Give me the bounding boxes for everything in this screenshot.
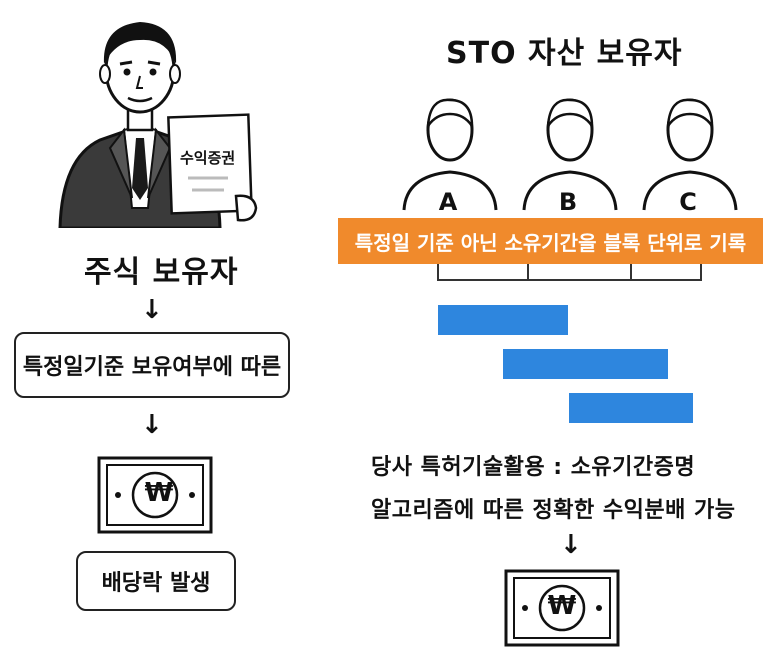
certificate-label: 수익증권 <box>180 149 236 167</box>
left-step-box: 특정일기준 보유여부에 따른 <box>14 332 290 398</box>
right-arrow: ↓ <box>560 530 582 560</box>
money-bill-icon <box>97 456 213 534</box>
person-a-icon <box>402 98 498 211</box>
description-line-2: 알고리즘에 따른 정확한 수익분배 가능 <box>371 498 736 523</box>
money-bill-icon <box>504 569 620 647</box>
person-b-icon <box>522 98 618 211</box>
person-c-label: C <box>679 188 697 216</box>
left-result-box: 배당락 발생 <box>76 551 236 611</box>
person-a-label: A <box>438 188 458 216</box>
ownership-block-b <box>503 349 668 379</box>
description-line-1: 당사 특허기술활용 : 소유기간증명 <box>371 455 696 480</box>
ownership-block-a <box>438 305 568 335</box>
left-won-symbol: ₩ <box>144 478 174 508</box>
person-c-icon <box>642 98 738 211</box>
left-title: 주식 보유자 <box>84 255 239 290</box>
record-banner: 특정일 기준 아닌 소유기간을 블록 단위로 기록 <box>338 218 763 264</box>
right-title: STO 자산 보유자 <box>446 36 683 71</box>
ownership-block-c <box>569 393 693 423</box>
person-b-label: B <box>558 188 578 216</box>
right-won-symbol: ₩ <box>547 591 577 621</box>
businessman-illustration <box>58 22 258 228</box>
left-arrow-1: ↓ <box>141 295 163 325</box>
left-arrow-2: ↓ <box>141 410 163 440</box>
